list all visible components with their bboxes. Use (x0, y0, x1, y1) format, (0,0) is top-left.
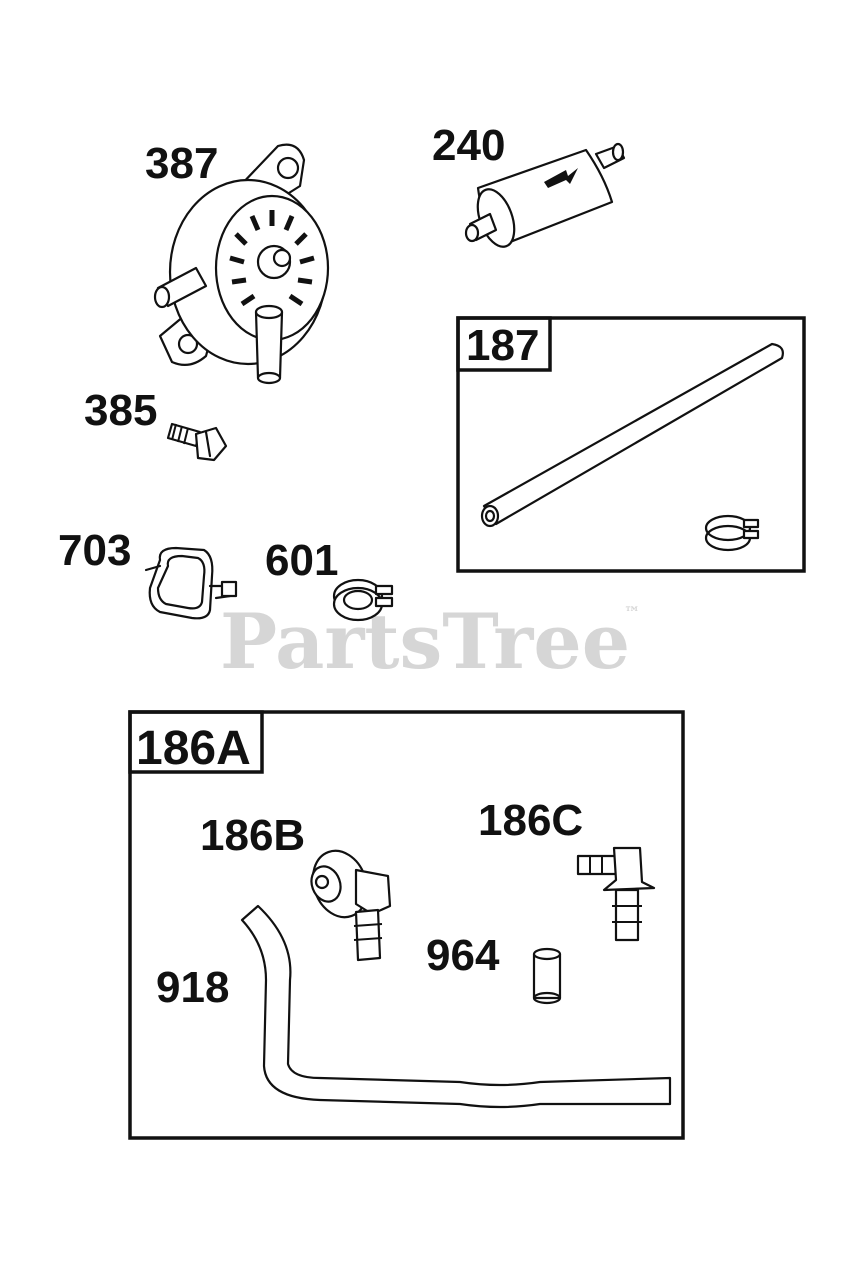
trademark-symbol: ™ (624, 603, 640, 622)
watermark-text: PartsTree (220, 597, 630, 686)
screw-icon[interactable] (166, 422, 228, 462)
spring-clamp-icon[interactable] (144, 546, 238, 620)
part-601-group[interactable]: 601 (265, 536, 394, 622)
part-186c-group[interactable]: 186C (478, 796, 656, 942)
part-186c-label[interactable]: 186C (478, 796, 583, 845)
hose-clamp-icon[interactable] (332, 578, 394, 622)
part-187-frame (456, 316, 806, 573)
bent-hose-icon[interactable] (240, 904, 672, 1109)
part-918-group[interactable]: 918 (156, 904, 672, 1109)
fuel-line-icon[interactable] (480, 342, 784, 528)
fuel-pump-icon[interactable] (153, 143, 330, 385)
watermark: PartsTree ™ (220, 597, 640, 686)
part-187-group[interactable]: 187 (456, 316, 806, 573)
part-387-group[interactable]: 387 (145, 139, 330, 385)
part-186a-label[interactable]: 186A (136, 722, 251, 775)
part-186a-label-box (128, 710, 264, 774)
part-186b-group[interactable]: 186B (200, 811, 392, 962)
part-187-label-box (456, 316, 552, 372)
part-186b-label[interactable]: 186B (200, 811, 305, 860)
sleeve-icon[interactable] (532, 947, 562, 1005)
part-385-group[interactable]: 385 (84, 386, 228, 462)
tee-fitting-icon[interactable] (576, 846, 656, 942)
part-964-group[interactable]: 964 (426, 931, 562, 1005)
part-703-label[interactable]: 703 (58, 526, 131, 575)
part-387-label[interactable]: 387 (145, 139, 218, 188)
elbow-fitting-icon[interactable] (304, 843, 392, 962)
part-918-label[interactable]: 918 (156, 963, 229, 1012)
part-186a-group[interactable]: 186A (128, 710, 685, 1140)
part-385-label[interactable]: 385 (84, 386, 157, 435)
fuel-filter-icon[interactable] (464, 142, 626, 252)
part-964-label[interactable]: 964 (426, 931, 500, 980)
part-240-group[interactable]: 240 (432, 121, 626, 252)
part-186a-frame (128, 710, 685, 1140)
part-601-label[interactable]: 601 (265, 536, 338, 585)
part-187-label[interactable]: 187 (466, 321, 539, 370)
part-703-group[interactable]: 703 (58, 526, 238, 620)
small-hose-clamp-icon (704, 514, 760, 552)
part-240-label[interactable]: 240 (432, 121, 505, 170)
